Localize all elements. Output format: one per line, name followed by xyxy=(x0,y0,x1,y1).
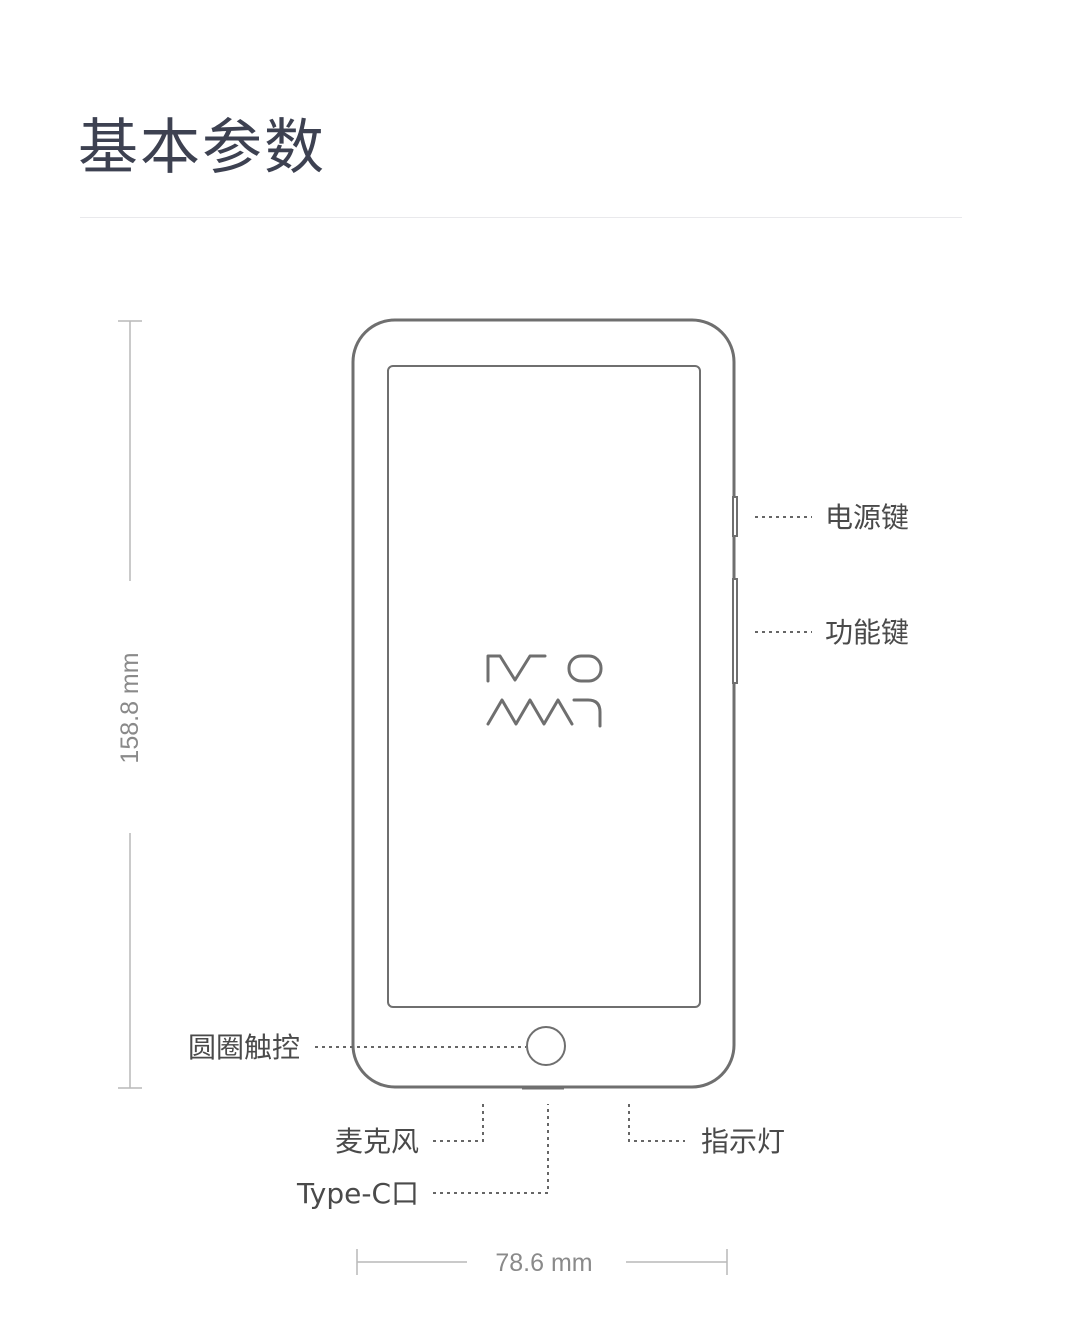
brand-logo xyxy=(486,654,603,728)
device-body xyxy=(351,318,736,1089)
function-key-button xyxy=(732,578,738,684)
height-dimension-label: 158.8 mm xyxy=(116,652,144,763)
microphone-leader xyxy=(433,1104,484,1142)
device-screen xyxy=(387,365,701,1008)
function-key-label: 功能键 xyxy=(825,616,909,649)
microphone-label: 麦克风 xyxy=(335,1125,419,1158)
title-divider xyxy=(80,217,962,218)
power-key-button xyxy=(732,496,738,537)
ring-touch-label: 圆圈触控 xyxy=(188,1031,300,1064)
type-c-label: Type-C口 xyxy=(296,1177,419,1210)
indicator-leader xyxy=(628,1104,685,1142)
indicator-label: 指示灯 xyxy=(701,1125,785,1158)
type-c-leader xyxy=(433,1104,549,1194)
ring-touch-button xyxy=(526,1026,566,1066)
width-dimension-label: 78.6 mm xyxy=(495,1249,592,1277)
page-title: 基本参数 xyxy=(78,113,326,183)
power-key-label: 电源键 xyxy=(825,501,909,534)
